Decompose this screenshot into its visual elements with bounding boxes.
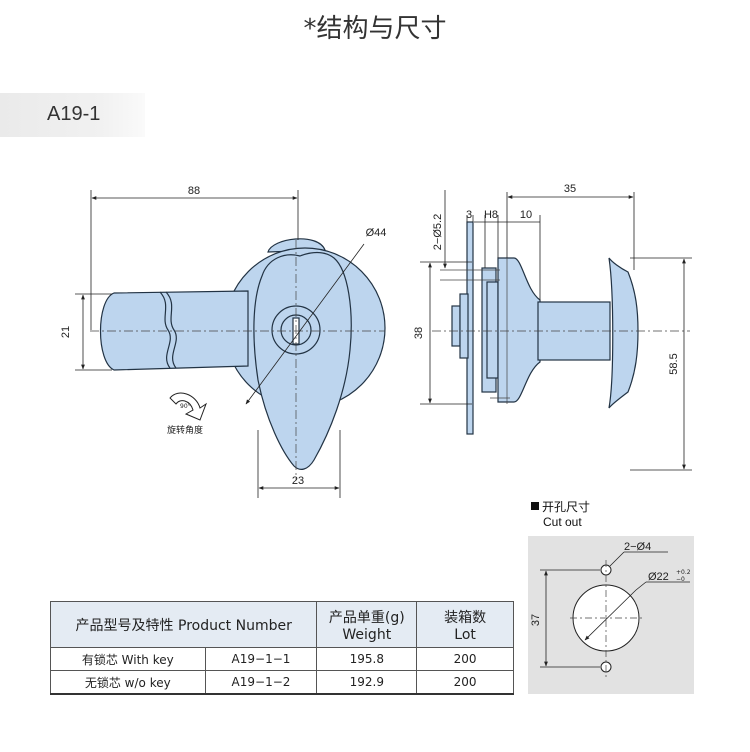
dim-21: 21 [60,326,72,338]
header-product-number: 产品型号及特性 Product Number [49,601,318,648]
teardrop-handle [253,251,352,470]
side-view [451,221,639,435]
cell-number: A19−1−1 [204,647,318,671]
dim-holes: 2−Ø5.2 [432,214,444,250]
cutout-main-dim: Ø22 [648,571,669,583]
cutout-holes-dim: 2−Ø4 [624,541,651,553]
spec-table: 产品型号及特性 Product Number 产品单重(g) Weight 装箱… [49,601,514,695]
cell-feature: 有锁芯 With key [50,647,206,671]
cutout-heading-en: Cut out [543,515,582,529]
rotation-angle: 90° [180,403,191,410]
dim-35: 35 [564,183,576,195]
body-flange [497,257,541,403]
rotation-arrow-icon: 90° [169,392,208,421]
dim-3: 3 [466,209,472,221]
rotation-label: 旋转角度 [167,424,203,436]
square-bullet-icon [531,502,539,510]
cell-weight: 195.8 [316,647,418,671]
cutout-height-dim: 37 [530,614,542,626]
cutout-tol-plus: +0.2 [676,569,691,576]
header-lot: 装箱数 Lot [416,601,514,648]
t-handle-head [608,257,639,409]
front-view [100,238,386,470]
cutout-tol-minus: −0 [676,576,685,583]
header-weight-cn: 产品单重(g) [328,609,405,626]
header-weight: 产品单重(g) Weight [316,601,418,648]
dim-diameter-44: Ø44 [366,227,387,239]
cell-feature: 无锁芯 w/o key [50,670,206,695]
dim-88: 88 [188,185,200,197]
table-row: 无锁芯 w/o key A19−1−2 192.9 200 [50,670,514,695]
nut [451,305,461,347]
break-line [159,291,171,369]
model-number: A19-1 [47,103,101,125]
header-lot-en: Lot [454,626,476,643]
cell-weight: 192.9 [316,670,418,695]
header-weight-en: Weight [342,626,392,643]
cell-lot: 200 [416,670,514,695]
header-lot-cn: 装箱数 [444,609,487,626]
cutout-heading: 开孔尺寸 Cut out [531,500,590,530]
page-title: *结构与尺寸 [303,14,447,44]
model-label: A19-1 [0,93,145,137]
cell-number: A19−1−2 [204,670,318,695]
cell-lot: 200 [416,647,514,671]
dim-58-5: 58.5 [668,353,680,374]
dim-h8: H8 [484,209,498,221]
dim-10: 10 [520,209,532,221]
table-row: 有锁芯 With key A19−1−1 195.8 200 [50,647,514,671]
dim-38: 38 [413,327,425,339]
dim-23: 23 [292,475,304,487]
cutout-heading-cn: 开孔尺寸 [542,500,591,514]
spec-table-header: 产品型号及特性 Product Number 产品单重(g) Weight 装箱… [49,601,514,648]
